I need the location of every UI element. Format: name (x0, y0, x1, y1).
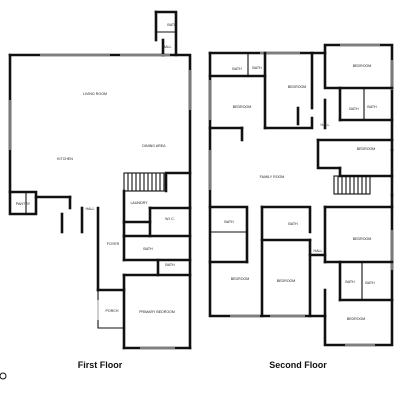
first-bath-mid-label: BATH (143, 247, 153, 251)
second-bedroom-h-label: BEDROOM (347, 317, 366, 321)
second-hall-a-label: HALL (321, 123, 330, 127)
second-bath-d-label: BATH (367, 105, 377, 109)
second-bedroom-g-label: BEDROOM (353, 237, 372, 241)
second-bath-h-label: BATH (365, 281, 375, 285)
second-bath-g-label: BATH (345, 280, 355, 284)
first-kitchen-label: KITCHEN (57, 157, 73, 161)
second-bath-a-label: BATH (232, 67, 242, 71)
first-floor-title: First Floor (78, 360, 123, 370)
second-bedroom-f-label: BEDROOM (277, 279, 296, 283)
first-hall-label: HALL (86, 207, 95, 211)
first-dining-area-label: DINING AREA (142, 144, 166, 148)
second-floor-stairs (333, 175, 371, 195)
second-bedroom-e-label: BEDROOM (231, 277, 250, 281)
second-bath-c-label: BATH (349, 107, 359, 111)
first-hall-top-label: HALL (163, 45, 172, 49)
second-family-room-label: FAMILY ROOM (260, 175, 285, 179)
first-bath-low-label: BATH (165, 263, 175, 267)
second-bedroom-d-label: BEDROOM (357, 147, 376, 151)
second-bedroom-a-label: BEDROOM (233, 105, 252, 109)
second-bath-f-label: BATH (288, 222, 298, 226)
first-floor-plan (8, 10, 192, 350)
first-pantry-label: PANTRY (16, 202, 31, 206)
first-bath-top-label: BATH (167, 23, 177, 27)
second-bath-b-label: BATH (252, 66, 262, 70)
first-porch-label: PORCH (106, 309, 119, 313)
first-laundry-label: LAUNDRY (130, 201, 148, 205)
first-foyer-label: FOYER (107, 242, 120, 246)
second-bedroom-b-label: BEDROOM (288, 85, 307, 89)
first-floor-stairs (123, 172, 165, 192)
second-floor-plan (208, 43, 394, 347)
first-wic-label: W.I.C. (165, 217, 175, 221)
first-primary-bedroom-label: PRIMARY BEDROOM (139, 310, 175, 314)
second-bath-e-label: BATH (224, 220, 234, 224)
second-floor-title: Second Floor (269, 360, 327, 370)
compass-marker-icon (0, 372, 7, 380)
first-living-room-label: LIVING ROOM (83, 92, 107, 96)
second-hall-b-label: HALL (314, 249, 323, 253)
second-bedroom-c-label: BEDROOM (353, 64, 372, 68)
